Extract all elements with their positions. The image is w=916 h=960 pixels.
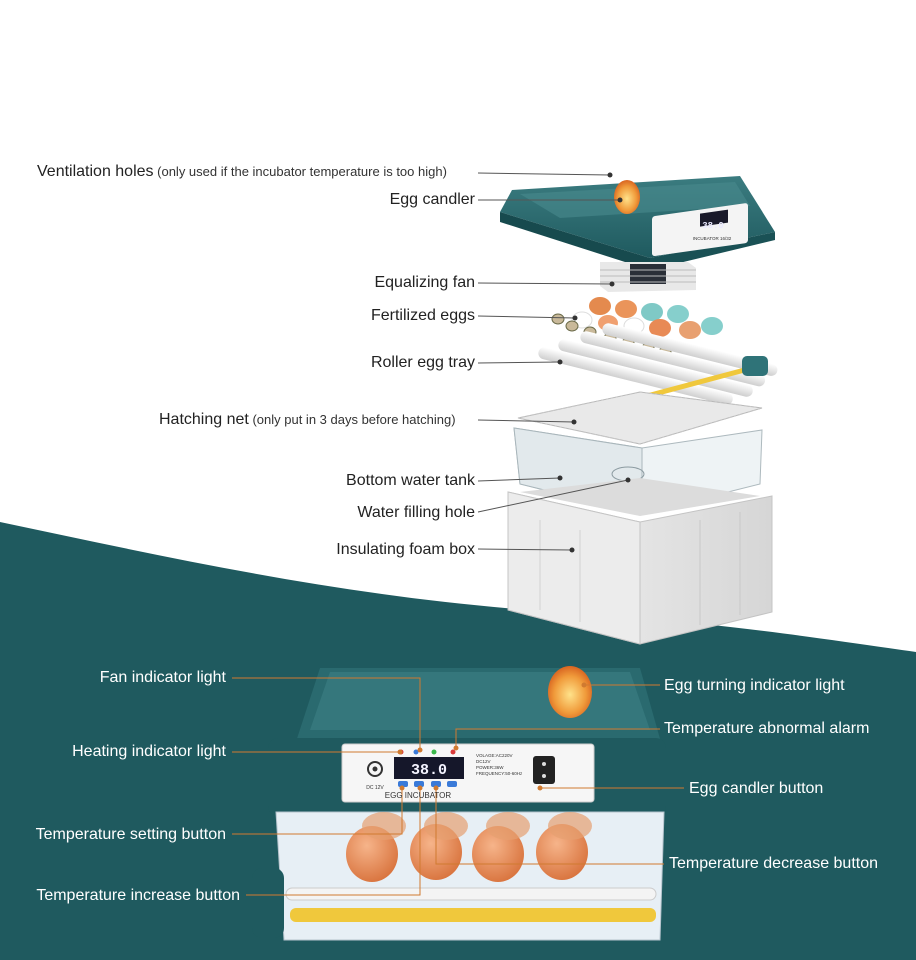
label-equalizing-fan: Equalizing fan [374, 274, 475, 291]
label-egg-turning-indicator-light: Egg turning indicator light [664, 677, 845, 694]
upper-leader-lines [477, 172, 629, 551]
label-hatching-net: Hatching net (only put in 3 days before … [159, 411, 456, 428]
panel-spec-2: POWER:36W [476, 765, 504, 770]
label-temperature-setting-button: Temperature setting button [35, 826, 226, 843]
lower-eggs-group [346, 812, 592, 882]
candler-egg-icon [548, 666, 592, 718]
panel-spec-0: VOLAGE:AC220V [476, 753, 513, 758]
label-egg-candler-button: Egg candler button [689, 780, 824, 797]
top-egg-candler-icon [614, 180, 640, 214]
panel-spec-3: FREQUENCY:50-60Hz [476, 771, 523, 776]
panel-spec-1: DC12V [476, 759, 491, 764]
label-temperature-decrease-button: Temperature decrease button [669, 855, 879, 872]
label-egg-candler: Egg candler [389, 191, 475, 208]
panel-brand: EGG INCUBATOR [385, 791, 452, 800]
label-temperature-increase-button: Temperature increase button [36, 887, 240, 904]
label-fertilized-eggs: Fertilized eggs [370, 307, 475, 324]
control-panel [341, 743, 595, 803]
label-water-filling-hole: Water filling hole [357, 504, 475, 521]
panel-display: 38.0 [411, 762, 447, 779]
roller-egg-tray-group [538, 323, 778, 405]
label-insulating-foam-box: Insulating foam box [336, 541, 475, 558]
top-panel-brand: INCUBATOR 16/32 [693, 236, 732, 241]
hatching-net-group [517, 391, 763, 445]
foam-box-group [507, 478, 773, 645]
fan-unit [600, 262, 696, 292]
label-roller-egg-tray: Roller egg tray [370, 354, 475, 371]
lower-leader-lines [232, 677, 684, 896]
lower-leader-dots [397, 682, 587, 791]
top-panel-display: 38.0 [702, 221, 724, 231]
label-bottom-water-tank: Bottom water tank [346, 472, 475, 489]
panel-dc: DC 12V [366, 785, 384, 791]
label-ventilation-holes: Ventilation holes (only used if the incu… [37, 163, 447, 180]
upper-leader-dots [557, 172, 631, 553]
label-heating-indicator-light: Heating indicator light [72, 743, 226, 760]
label-fan-indicator-light: Fan indicator light [99, 669, 226, 686]
assembled-incubator [252, 668, 666, 941]
label-temperature-abnormal-alarm: Temperature abnormal alarm [664, 720, 870, 737]
